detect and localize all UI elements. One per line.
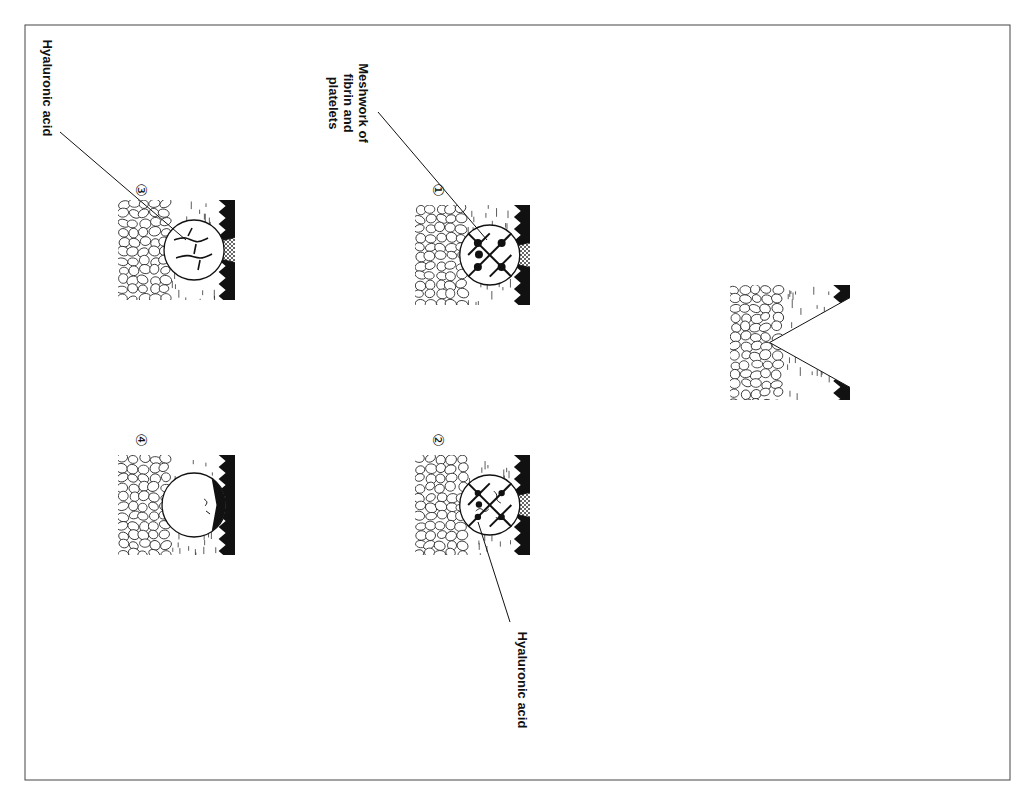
tissue-panel — [413, 201, 532, 310]
callout-number: ③ — [133, 183, 148, 196]
tissue-panel — [116, 197, 237, 307]
callout-number: ④ — [133, 433, 148, 446]
leader-line — [60, 132, 186, 240]
leader-line — [478, 522, 510, 622]
tissue-panel — [412, 452, 532, 560]
part-label: Hyaluronic acid — [40, 40, 55, 137]
part-label: Hyaluronic acid — [515, 632, 530, 729]
leader-line — [378, 112, 487, 240]
frame — [25, 25, 1010, 780]
callout-number: ① — [430, 183, 445, 196]
callout-number: ② — [430, 433, 445, 446]
tissue-panel — [115, 452, 235, 561]
tissue-panel — [728, 284, 852, 410]
part-label: Meshwork of fibrin and platelets — [326, 48, 371, 158]
